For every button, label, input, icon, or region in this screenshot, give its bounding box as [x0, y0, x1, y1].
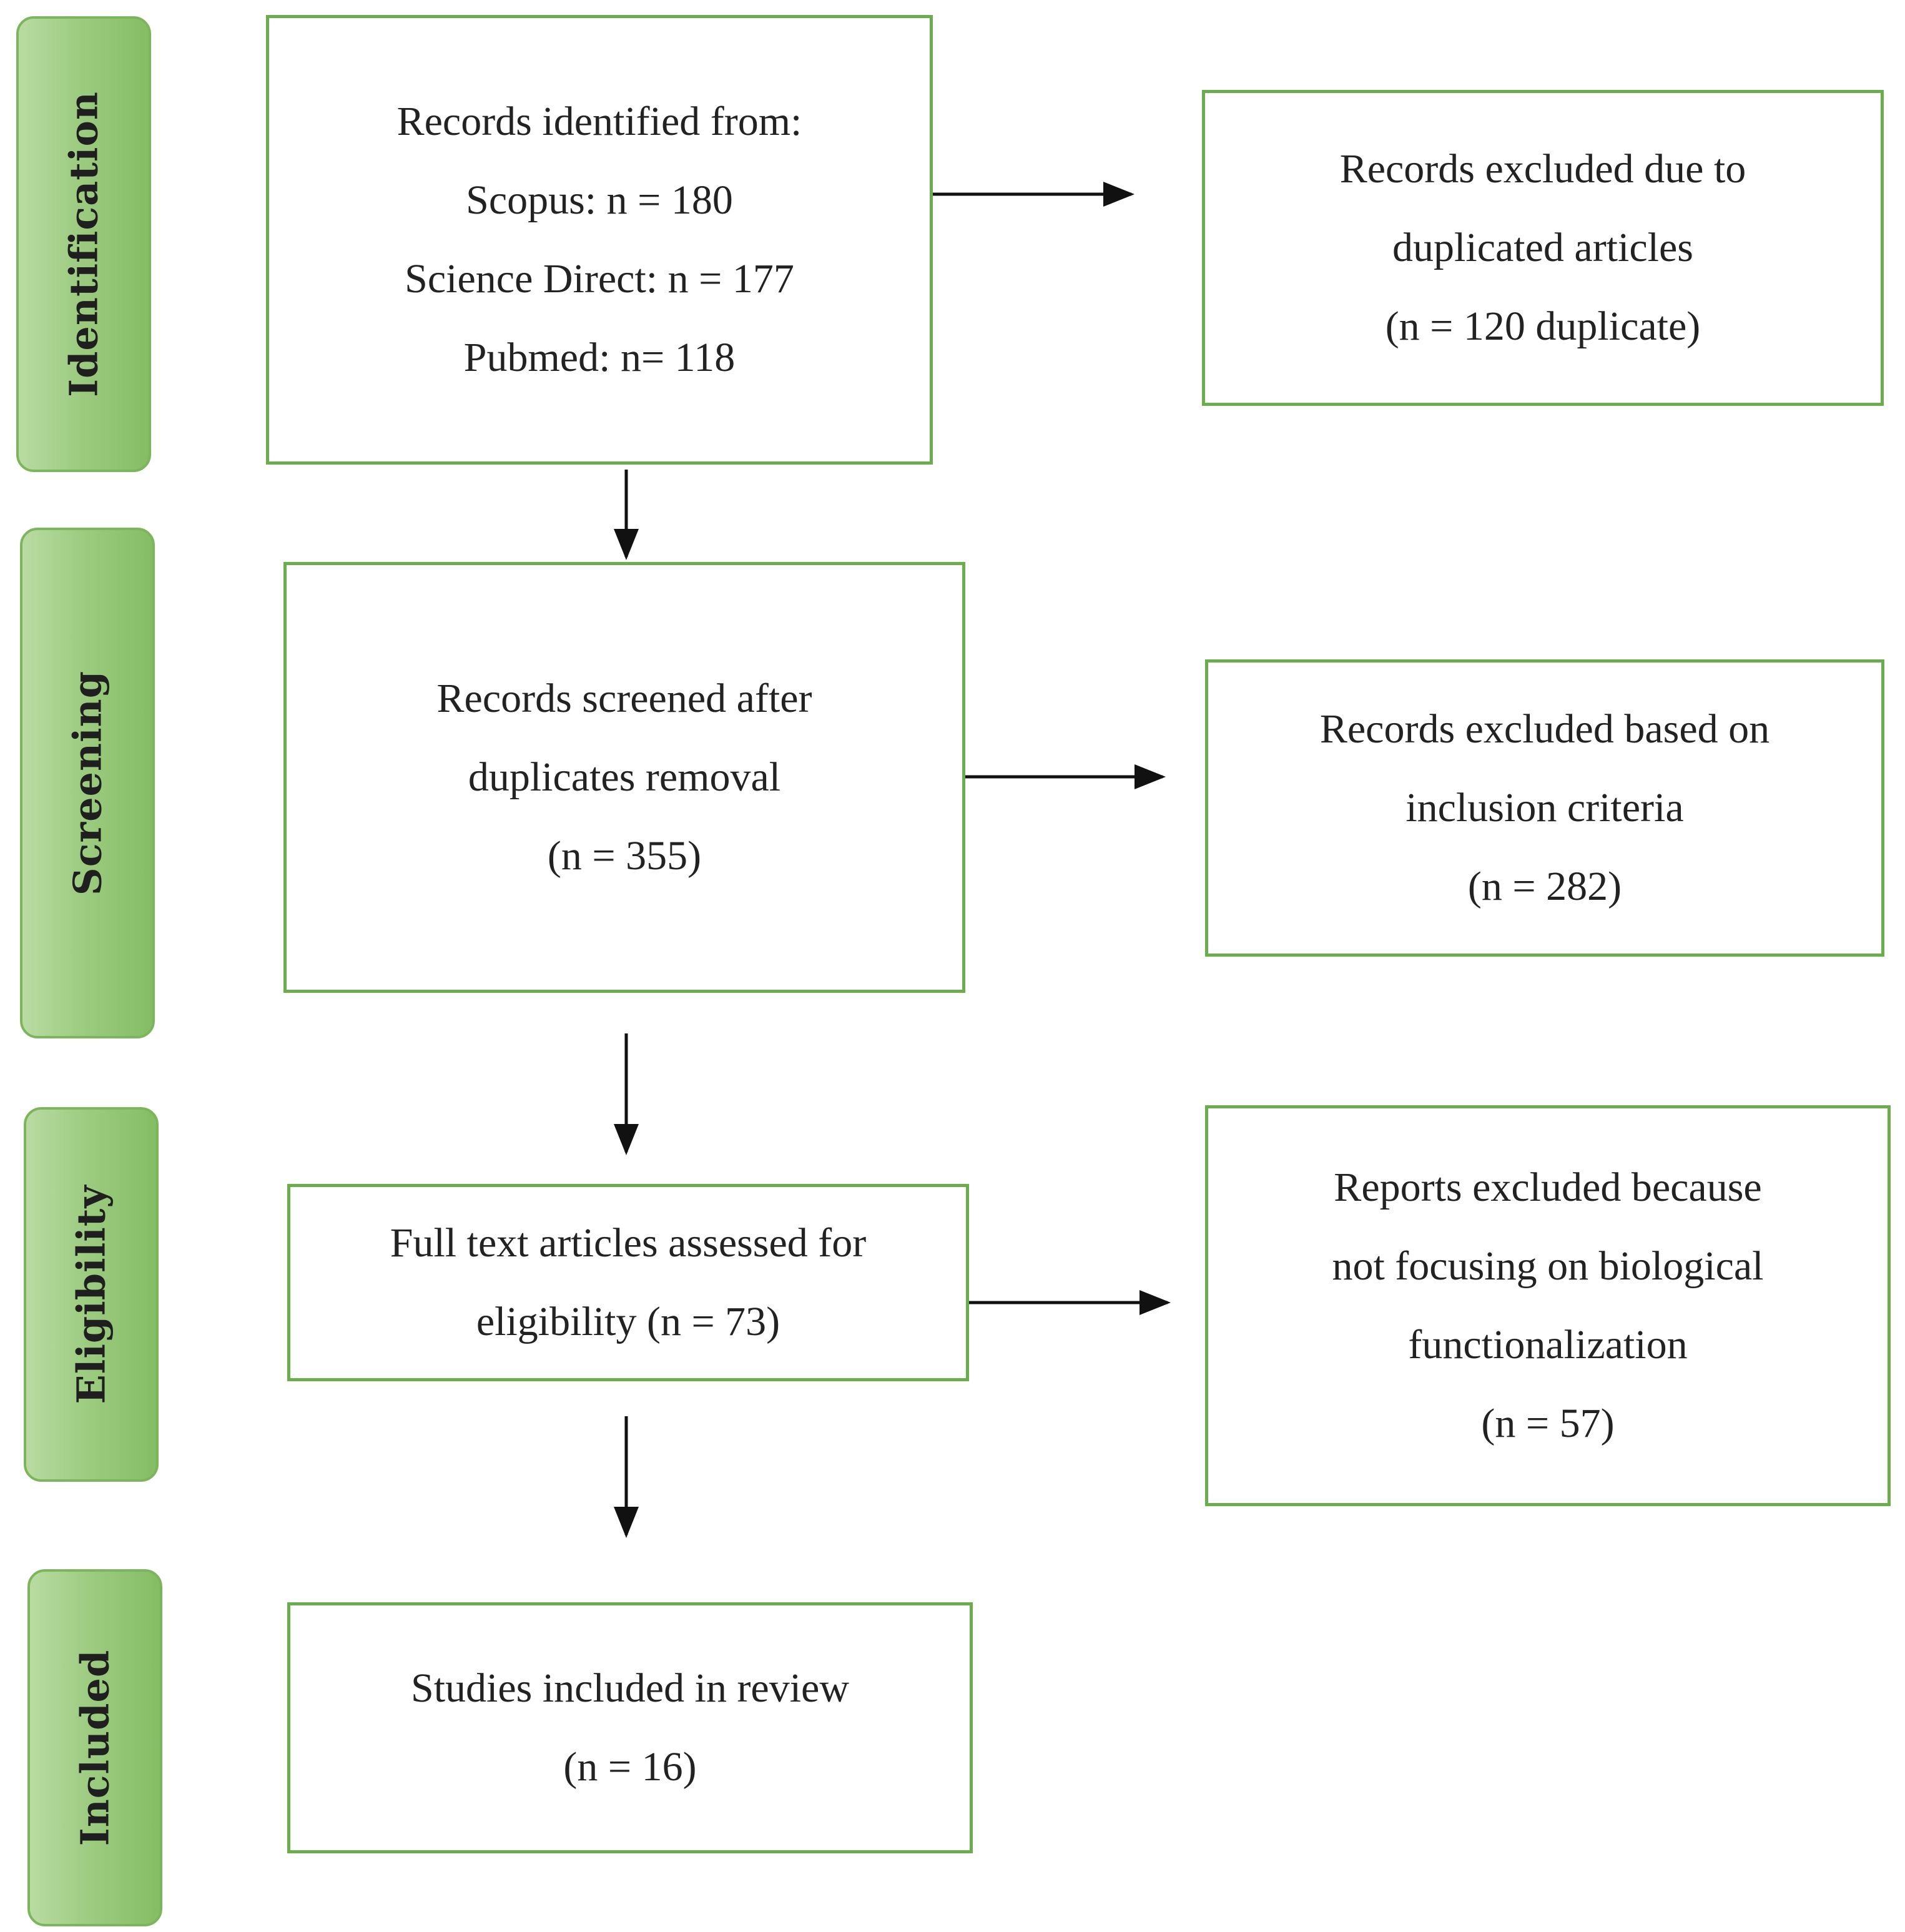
box-line: Studies included in review [410, 1665, 850, 1711]
box-line: functionalization [1408, 1322, 1688, 1368]
box-line: Full text articles assessed for [390, 1220, 867, 1266]
box-criteria-excluded: Records excluded based on inclusion crit… [1205, 659, 1884, 957]
stage-tab-identification: Identification [16, 16, 151, 472]
stage-tab-eligibility: Eligibility [24, 1107, 159, 1482]
box-duplicates-excluded: Records excluded due to duplicated artic… [1202, 90, 1884, 406]
box-line: Pubmed: n= 118 [463, 335, 736, 380]
box-line: (n = 120 duplicate) [1385, 303, 1701, 349]
box-line: Records screened after [436, 676, 812, 721]
box-line: Reports excluded because [1334, 1165, 1762, 1210]
box-line: Scopus: n = 180 [466, 177, 733, 223]
box-line: Records identified from: [396, 99, 802, 144]
box-records-screened: Records screened after duplicates remova… [283, 562, 965, 993]
box-line: duplicated articles [1392, 225, 1693, 270]
box-line: (n = 57) [1481, 1401, 1615, 1446]
stage-tab-included: Included [27, 1569, 162, 1926]
box-records-identified: Records identified from: Scopus: n = 180… [266, 15, 933, 465]
stage-tab-screening: Screening [20, 528, 155, 1038]
box-line: (n = 355) [547, 833, 702, 879]
box-line: (n = 282) [1467, 864, 1622, 909]
box-line: eligibility (n = 73) [476, 1299, 780, 1344]
box-line: not focusing on biological [1332, 1243, 1764, 1289]
box-line: duplicates removal [468, 754, 781, 800]
box-line: inclusion criteria [1405, 785, 1684, 830]
box-line: Records excluded based on [1319, 706, 1770, 752]
box-full-text-assessed: Full text articles assessed for eligibil… [287, 1184, 969, 1381]
box-studies-included: Studies included in review (n = 16) [287, 1602, 973, 1853]
box-reports-excluded: Reports excluded because not focusing on… [1205, 1105, 1891, 1506]
box-line: (n = 16) [563, 1744, 697, 1790]
box-line: Records excluded due to [1339, 146, 1746, 192]
box-line: Science Direct: n = 177 [405, 256, 794, 302]
